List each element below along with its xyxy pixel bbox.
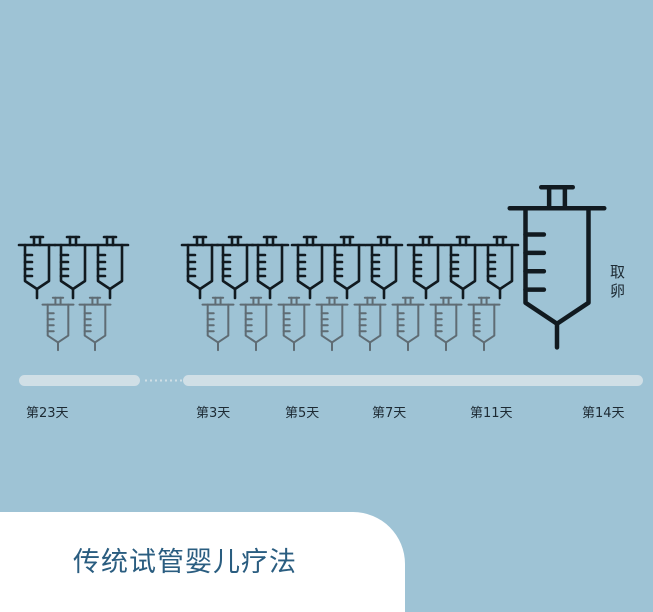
syringe-icon — [41, 296, 75, 352]
syringe-icon — [480, 235, 520, 300]
page-title: 传统试管婴儿疗法 — [73, 547, 297, 578]
syringe-icon — [277, 296, 311, 352]
syringe-icon — [315, 296, 349, 352]
egg-retrieval-label: 取卵 — [610, 263, 626, 300]
syringe-icon — [17, 235, 57, 300]
large-syringe-icon — [510, 187, 605, 347]
syringe-icon — [443, 235, 483, 300]
syringe-icon — [364, 235, 404, 300]
timeline-label-day5: 第5天 — [285, 406, 320, 421]
syringe-icon — [90, 235, 130, 300]
syringe-icon — [201, 296, 235, 352]
timeline-label-day7: 第7天 — [372, 406, 407, 421]
syringe-icon — [78, 296, 112, 352]
syringe-icon — [53, 235, 93, 300]
syringe-icon — [353, 296, 387, 352]
syringe-icon — [429, 296, 463, 352]
timeline-label-day23: 第23天 — [26, 406, 69, 421]
timeline-label-day11: 第11天 — [470, 406, 513, 421]
timeline-label-day14: 第14天 — [582, 406, 625, 421]
syringe-icon — [467, 296, 501, 352]
syringe-icon — [327, 235, 367, 300]
timeline-segment-1 — [19, 375, 140, 386]
syringe-icon — [180, 235, 220, 300]
syringe-icon — [250, 235, 290, 300]
timeline-segment-2 — [183, 375, 643, 386]
syringe-icon — [406, 235, 446, 300]
syringe-icon — [215, 235, 255, 300]
syringe-icon — [290, 235, 330, 300]
syringe-icon — [391, 296, 425, 352]
timeline-label-day3: 第3天 — [196, 406, 231, 421]
title-card — [0, 512, 405, 612]
syringe-icon — [239, 296, 273, 352]
